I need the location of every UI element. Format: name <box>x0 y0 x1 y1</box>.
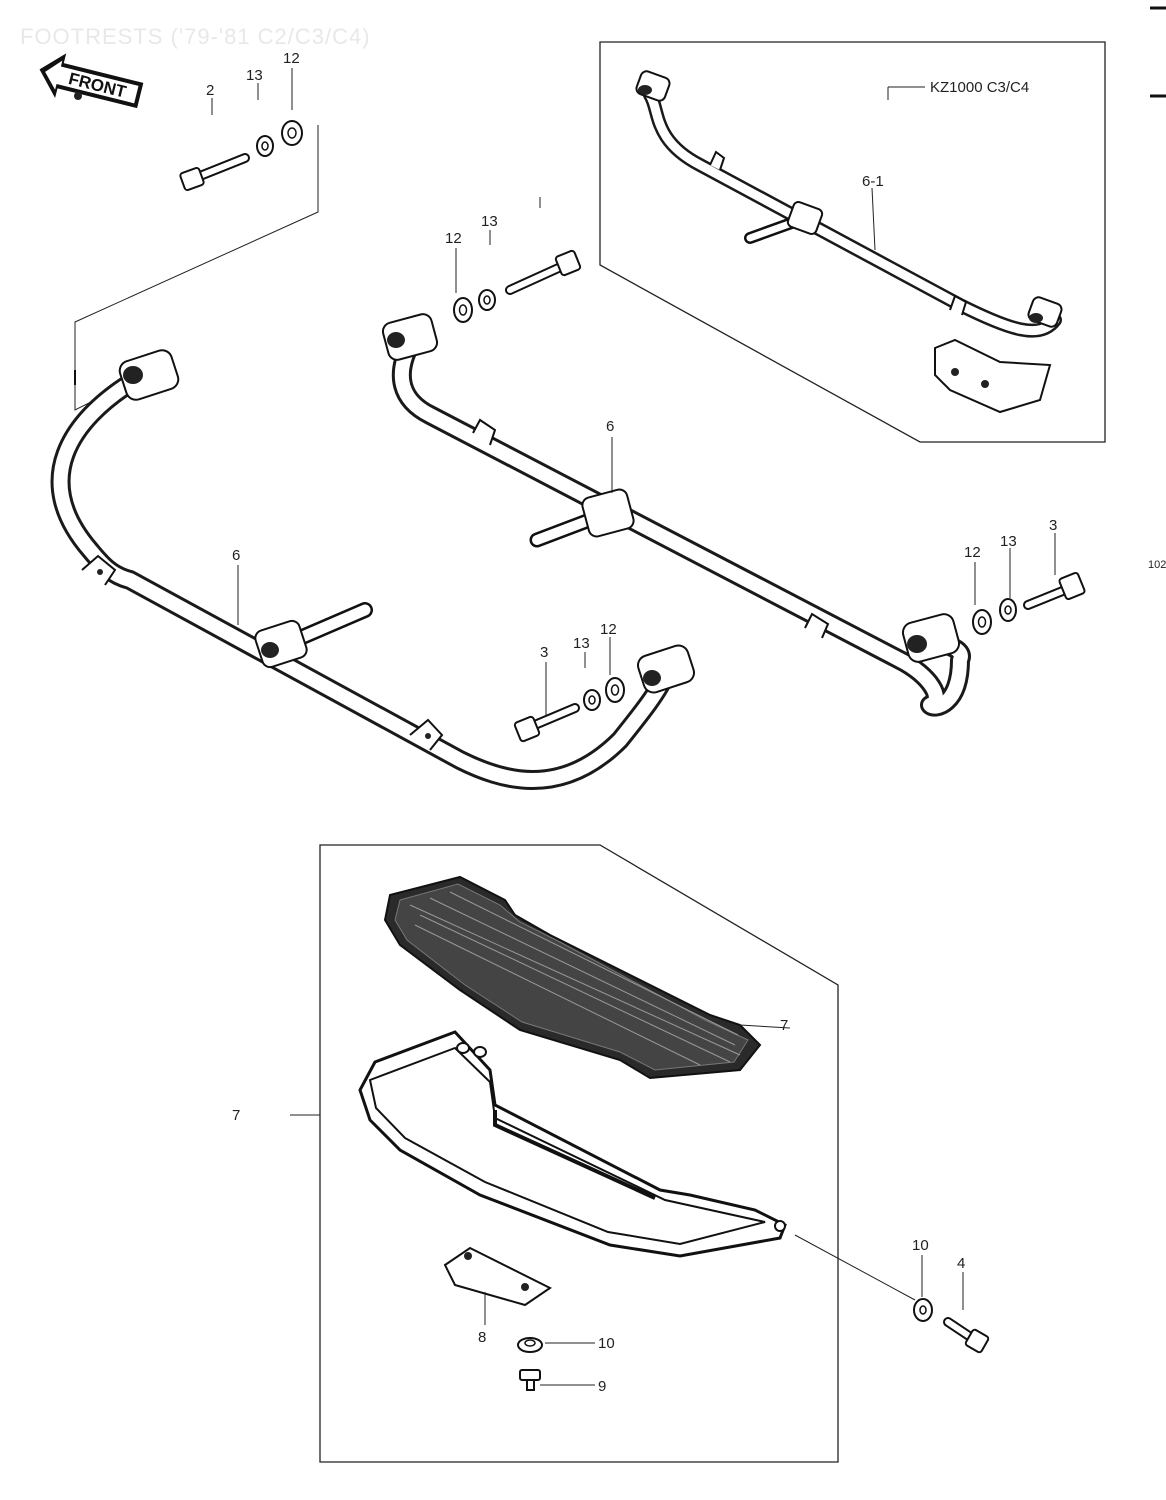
callout-screw-small: 9 <box>598 1378 606 1395</box>
callout-rubber-mat: 7 <box>780 1017 788 1034</box>
left-footrest-bar <box>50 349 695 790</box>
callout-washer13-top-left: 13 <box>246 67 263 84</box>
callout-washer12-right: 12 <box>964 544 981 561</box>
callout-washer12-center: 12 <box>445 230 462 247</box>
inset-label: KZ1000 C3/C4 <box>930 79 1029 96</box>
callout-bolt-bottom: 4 <box>957 1255 965 1272</box>
callout-bolt-center: 3 <box>540 644 548 661</box>
inset-footrest-bar <box>635 70 1063 414</box>
callout-bar-center: 6 <box>606 418 614 435</box>
bolt-center-low <box>513 703 580 743</box>
bolt-bottom <box>943 1317 990 1354</box>
floorboard-panel <box>319 844 839 1463</box>
washer-13-center <box>478 289 496 311</box>
callout-washer13-center: 13 <box>481 213 498 230</box>
washer-13-top-left <box>256 135 274 157</box>
callout-washer12-top-left: 12 <box>283 50 300 67</box>
washer-13-right <box>999 598 1017 622</box>
washer-12-center <box>453 297 473 323</box>
washer-12-right <box>972 609 992 635</box>
bolt-right <box>1023 571 1086 610</box>
screw-small <box>519 1369 541 1391</box>
callout-washer12-low: 12 <box>600 621 617 638</box>
callout-washer-small: 10 <box>598 1335 615 1352</box>
washer-13-low <box>583 689 601 711</box>
callout-bolt-top-left: 2 <box>206 82 214 99</box>
inset-panel <box>599 41 1106 443</box>
bolt-center-top <box>505 249 582 295</box>
callout-washer13-right: 13 <box>1000 533 1017 550</box>
page-title: FOOTRESTS ('79-'81 C2/C3/C4) <box>20 24 371 49</box>
washer-12-low <box>605 677 625 703</box>
center-footrest-bar <box>381 313 971 717</box>
bolt-top-left <box>179 153 250 192</box>
page-ref: 102 <box>1148 559 1166 571</box>
front-arrow-icon: FRONT <box>39 53 144 109</box>
bracket <box>443 1246 552 1307</box>
callout-bracket: 8 <box>478 1329 486 1346</box>
callout-bar-left: 6 <box>232 547 240 564</box>
callout-bar-inset: 6-1 <box>862 173 884 190</box>
washer-small <box>517 1337 543 1353</box>
rubber-mat <box>383 875 762 1080</box>
callout-washer-right-bottom: 10 <box>912 1237 929 1254</box>
callout-floorboard-assembly: 7 <box>232 1107 240 1124</box>
floorboard-frame <box>358 1030 787 1258</box>
callout-washer13-low: 13 <box>573 635 590 652</box>
washer-right-bottom <box>913 1298 933 1322</box>
callout-bolt-right: 3 <box>1049 517 1057 534</box>
washer-12-top-left <box>281 120 303 146</box>
